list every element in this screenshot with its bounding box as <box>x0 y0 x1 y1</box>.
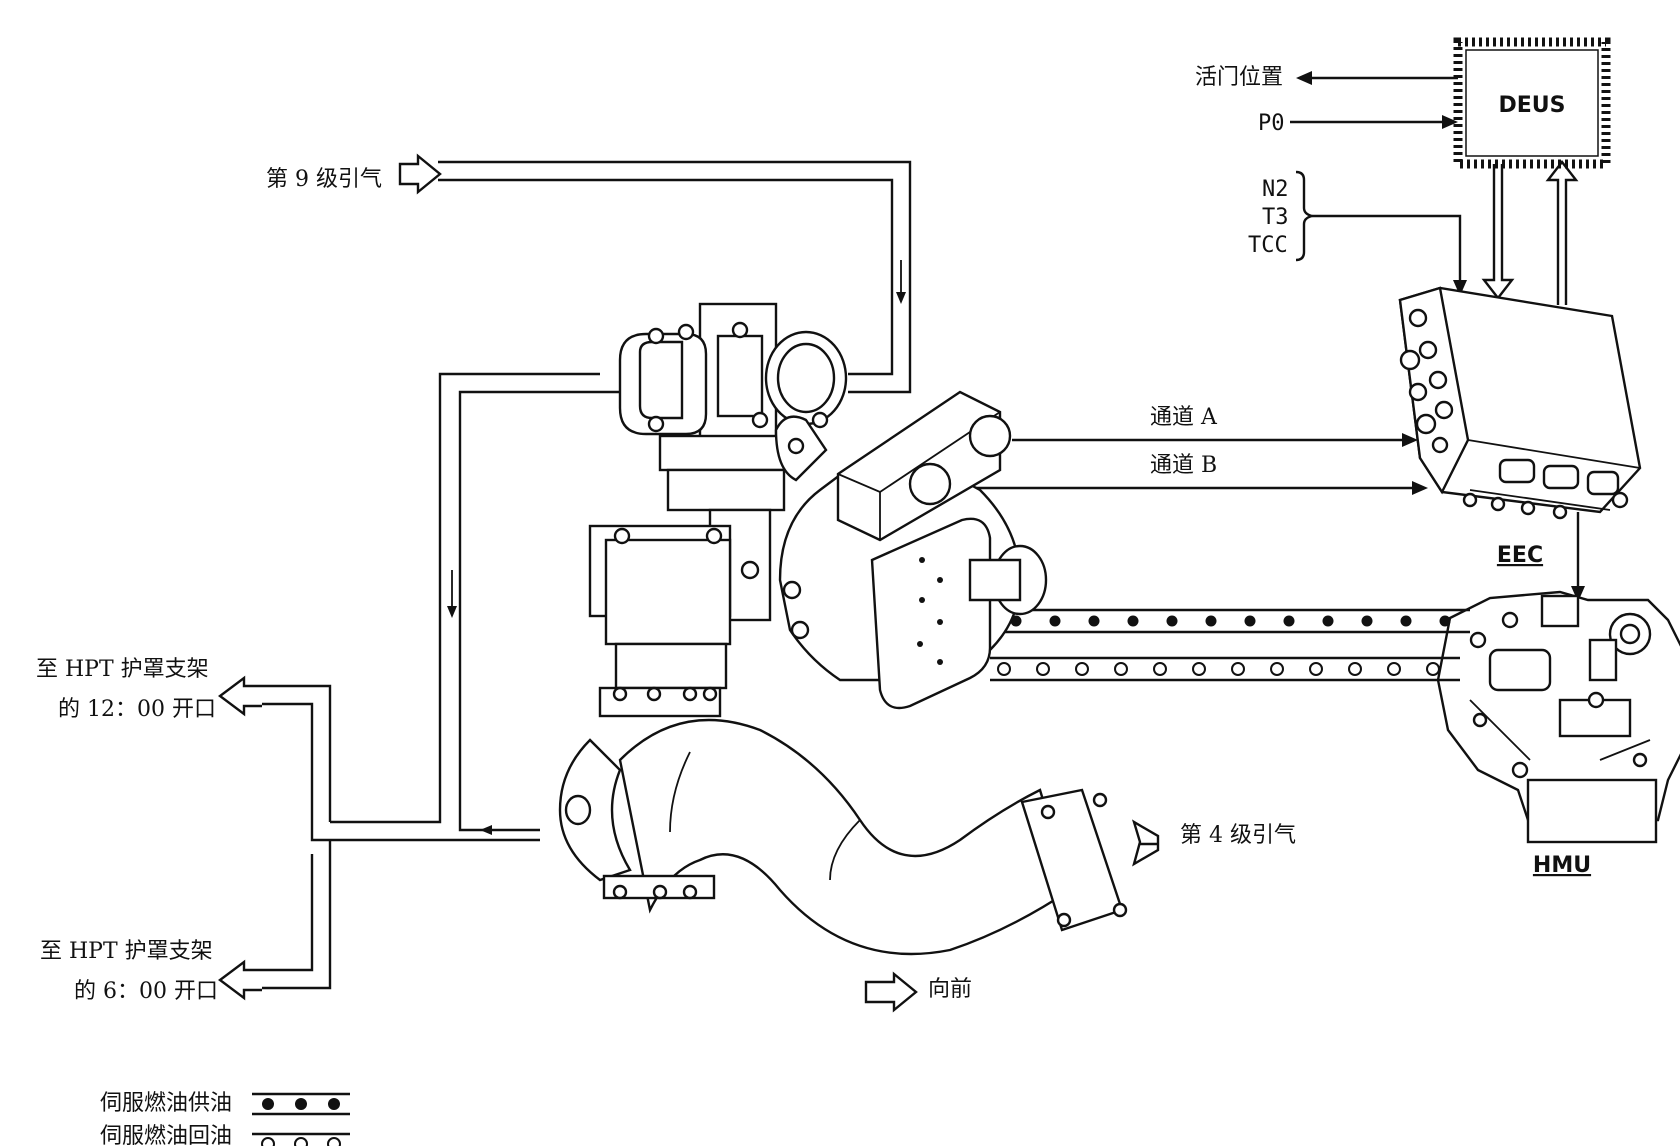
hpt-outlet-manifold <box>262 374 620 988</box>
legend: 伺服燃油供油 伺服燃油回油 <box>100 1091 350 1146</box>
channel-a-label: 通道 A <box>1150 405 1218 430</box>
hmu-unit: HMU <box>1438 592 1680 878</box>
channel-b-signal: 通道 B <box>948 453 1428 495</box>
stage4-bleed-label: 第 4 级引气 <box>1180 823 1296 848</box>
supply-dot <box>1089 616 1100 627</box>
supply-dot <box>1401 616 1412 627</box>
supply-dot <box>1284 616 1295 627</box>
supply-dot <box>1362 616 1373 627</box>
deus-eec-link <box>1484 162 1576 305</box>
torque-motor <box>776 392 1046 708</box>
p0-signal: P0 <box>1258 111 1458 136</box>
return-dot <box>1115 663 1127 675</box>
servo-fuel-return-line <box>990 658 1460 680</box>
p0-label: P0 <box>1258 111 1285 136</box>
forward-label: 向前 <box>928 977 972 1002</box>
return-dot <box>1154 663 1166 675</box>
return-dot <box>998 663 1010 675</box>
legend-supply-label: 伺服燃油供油 <box>100 1091 232 1116</box>
eec-unit: EEC <box>1400 288 1640 568</box>
return-dot <box>1232 663 1244 675</box>
channel-b-label: 通道 B <box>1150 453 1217 478</box>
eec-label: EEC <box>1497 543 1543 568</box>
deus-label: DEUS <box>1499 93 1566 118</box>
supply-dot <box>1323 616 1334 627</box>
supply-dot <box>1128 616 1139 627</box>
n2-label: N2 <box>1262 177 1289 202</box>
hpt-6-oclock-outlet: 至 HPT 护罩支架 的 6：00 开口 <box>40 939 262 1004</box>
valve-position-signal: 活门位置 <box>1195 65 1458 90</box>
return-dot <box>1271 663 1283 675</box>
return-dot <box>1388 663 1400 675</box>
sensor-inputs: N2 T3 TCC <box>1248 172 1467 296</box>
legend-return: 伺服燃油回油 <box>100 1124 350 1146</box>
hpt-6-line1: 至 HPT 护罩支架 <box>40 939 213 964</box>
return-dot <box>1076 663 1088 675</box>
valve-position-label: 活门位置 <box>1195 65 1283 90</box>
servo-fuel-supply-line <box>990 610 1470 632</box>
hpt-12-line1: 至 HPT 护罩支架 <box>36 657 209 682</box>
eec-hmu-link <box>1571 512 1585 602</box>
channel-a-signal: 通道 A <box>1012 405 1418 447</box>
legend-return-label: 伺服燃油回油 <box>100 1124 232 1146</box>
legend-supply: 伺服燃油供油 <box>100 1091 350 1116</box>
stage4-bleed-duct: 第 4 级引气 <box>560 688 1296 954</box>
supply-dot <box>1440 616 1451 627</box>
return-dot <box>1349 663 1361 675</box>
deus-box: DEUS <box>1458 42 1606 164</box>
return-dot <box>1193 663 1205 675</box>
supply-dot <box>1167 616 1178 627</box>
return-dot <box>1427 663 1439 675</box>
forward-indicator: 向前 <box>866 974 972 1010</box>
supply-dot <box>1050 616 1061 627</box>
return-dot <box>1310 663 1322 675</box>
supply-dot <box>1206 616 1217 627</box>
hmu-label: HMU <box>1533 853 1591 878</box>
hpt-6-line2: 的 6：00 开口 <box>74 979 218 1004</box>
hpt-12-line2: 的 12：00 开口 <box>58 697 216 722</box>
t3-label: T3 <box>1262 205 1289 230</box>
supply-dot <box>1245 616 1256 627</box>
return-dot <box>1037 663 1049 675</box>
stage9-bleed-label: 第 9 级引气 <box>266 167 382 192</box>
tcc-label: TCC <box>1248 233 1288 258</box>
hpt-12-oclock-outlet: 至 HPT 护罩支架 的 12：00 开口 <box>36 657 262 722</box>
